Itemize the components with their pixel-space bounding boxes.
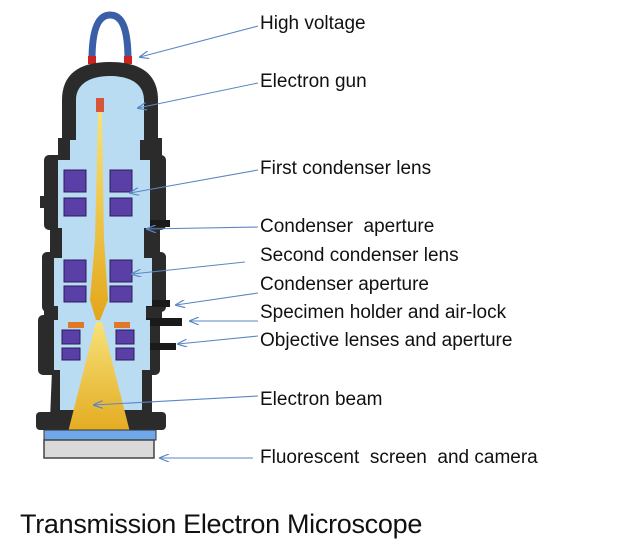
objective-lens (61, 329, 135, 361)
cable-connector (88, 56, 96, 64)
label-electron-beam: Electron beam (260, 389, 383, 410)
condenser-lens-2 (63, 259, 133, 303)
label-second-condenser-lens: Second condenser lens (260, 245, 459, 266)
camera-base (43, 439, 155, 459)
label-specimen-holder: Specimen holder and air-lock (260, 302, 507, 323)
label-objective-lenses: Objective lenses and aperture (260, 330, 513, 351)
electron-gun-filament (96, 98, 104, 112)
label-fluorescent-screen: Fluorescent screen and camera (260, 447, 538, 468)
high-voltage-cable (88, 11, 132, 61)
label-condenser-aperture-2: Condenser aperture (260, 274, 429, 295)
label-first-condenser-lens: First condenser lens (260, 158, 432, 179)
label-condenser-aperture-1: Condenser aperture (260, 216, 435, 237)
diagram-title: Transmission Electron Microscope (20, 509, 423, 539)
condenser-lens-1 (63, 169, 133, 217)
label-electron-gun: Electron gun (260, 71, 367, 92)
electron-beam (90, 112, 108, 320)
fluorescent-screen (43, 429, 157, 441)
label-high-voltage: High voltage (260, 13, 366, 34)
leader-arrows (94, 25, 259, 458)
